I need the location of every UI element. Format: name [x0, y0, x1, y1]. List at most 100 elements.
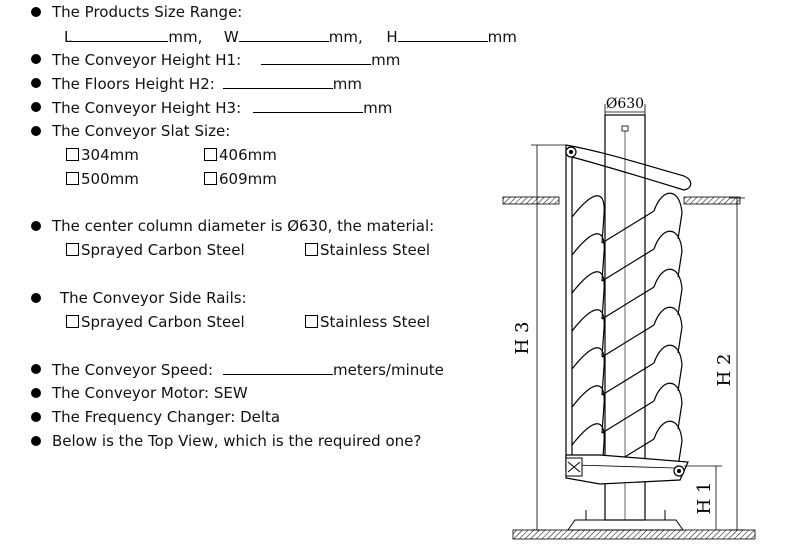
w-field[interactable]: [238, 27, 329, 42]
frequency-changer-label: The Frequency Changer: Delta: [52, 408, 281, 426]
checkbox[interactable]: [204, 148, 217, 161]
top-view-question: Below is the Top View, which is the requ…: [52, 432, 422, 450]
speed-field[interactable]: [223, 360, 333, 375]
size-range-label: The Products Size Range:: [52, 3, 243, 21]
bullet: [31, 388, 41, 398]
column-material-label: The center column diameter is Ø630, the …: [52, 217, 435, 235]
rail-option[interactable]: Sprayed Carbon Steel: [66, 313, 245, 331]
bullet: [31, 412, 41, 422]
h3-label: The Conveyor Height H3:: [52, 99, 242, 117]
l-unit: mm,: [168, 28, 203, 46]
base-plinth: [567, 519, 684, 531]
rail-option[interactable]: Stainless Steel: [305, 313, 430, 331]
spiral-loop-right: [653, 306, 683, 354]
checkbox[interactable]: [66, 172, 79, 185]
floor-slab-left: [502, 196, 560, 205]
slat-option[interactable]: 609mm: [204, 170, 277, 188]
l-label: L: [64, 28, 73, 46]
spiral-loops: [571, 192, 683, 472]
spiral-loop-left: [571, 195, 605, 244]
spiral-slat: [601, 324, 655, 358]
slat-option[interactable]: 304mm: [66, 146, 139, 164]
slat-option-label: 406mm: [219, 146, 277, 164]
bullet: [31, 364, 41, 374]
bullet: [31, 102, 41, 112]
outfeed-section: [565, 454, 689, 485]
speed-question: The Conveyor Speed: meters/minute: [52, 360, 444, 379]
spiral-slat: [601, 286, 655, 320]
spiral-belt: [565, 144, 692, 470]
bullet: [31, 78, 41, 88]
material-option-label: Sprayed Carbon Steel: [81, 241, 245, 259]
h-label: H: [386, 28, 398, 46]
spiral-loop-right: [653, 344, 683, 392]
speed-unit: meters/minute: [333, 361, 444, 379]
bullet: [31, 221, 41, 231]
speed-label: The Conveyor Speed:: [52, 361, 213, 379]
h2-dimension-label: H 2: [714, 354, 735, 387]
bullet: [31, 54, 41, 64]
h-field[interactable]: [397, 27, 488, 42]
l-field[interactable]: [72, 27, 169, 42]
h1-label: The Conveyor Height H1:: [52, 51, 242, 69]
slat-size-label: The Conveyor Slat Size:: [52, 122, 231, 140]
material-option[interactable]: Stainless Steel: [305, 241, 430, 259]
rail-option-label: Sprayed Carbon Steel: [81, 313, 245, 331]
bullet: [31, 126, 41, 136]
rail-option-label: Stainless Steel: [320, 313, 431, 331]
checkbox[interactable]: [204, 172, 217, 185]
spiral-slat: [601, 400, 655, 434]
bullet: [31, 436, 41, 446]
spiral-loop-left: [571, 423, 605, 472]
slat-option-label: 609mm: [219, 170, 277, 188]
w-unit: mm,: [328, 28, 363, 46]
slat-option-label: 500mm: [81, 170, 139, 188]
diameter-label: Ø630: [606, 96, 644, 112]
material-option-label: Stainless Steel: [320, 241, 431, 259]
material-option[interactable]: Sprayed Carbon Steel: [66, 241, 245, 259]
spiral-loop-left: [571, 385, 605, 434]
h2-label: The Floors Height H2:: [52, 75, 215, 93]
bullet: [31, 7, 41, 17]
ground-slab: [512, 529, 756, 540]
h1-field[interactable]: [261, 50, 372, 65]
spiral-loop-left: [571, 347, 605, 396]
checkbox[interactable]: [305, 243, 318, 256]
bullet: [31, 293, 41, 303]
spiral-loop-left: [571, 271, 605, 320]
h2-field[interactable]: [222, 74, 333, 89]
h3-unit: mm: [363, 99, 393, 117]
side-rails-label: The Conveyor Side Rails:: [60, 289, 247, 307]
h3-question: The Conveyor Height H3: mm: [52, 98, 392, 117]
spiral-loop-right: [653, 192, 683, 240]
slat-option[interactable]: 406mm: [204, 146, 277, 164]
w-label: W: [223, 28, 239, 46]
spiral-slat: [601, 248, 655, 282]
h-unit: mm: [487, 28, 517, 46]
h1-unit: mm: [371, 51, 401, 69]
spiral-loop-right: [653, 382, 683, 430]
checkbox[interactable]: [66, 243, 79, 256]
checkbox[interactable]: [66, 148, 79, 161]
h2-question: The Floors Height H2: mm: [52, 74, 362, 93]
spiral-slat: [601, 210, 655, 244]
spiral-loop-left: [571, 309, 605, 358]
floor-slab-right: [683, 196, 741, 205]
spiral-slat: [601, 362, 655, 396]
motor-label: The Conveyor Motor: SEW: [52, 384, 248, 402]
h2-unit: mm: [332, 75, 363, 93]
spiral-loop-left: [571, 233, 605, 282]
h3-dimension-label: H 3: [512, 322, 533, 355]
checkbox[interactable]: [66, 315, 79, 328]
spiral-loop-right: [653, 268, 683, 316]
spiral-loop-right: [653, 420, 683, 468]
checkbox[interactable]: [305, 315, 318, 328]
h3-field[interactable]: [253, 98, 364, 113]
slat-option[interactable]: 500mm: [66, 170, 139, 188]
spiral-loop-right: [653, 230, 683, 278]
slat-option-label: 304mm: [81, 146, 139, 164]
h1-dimension-label: H 1: [694, 482, 715, 515]
h1-question: The Conveyor Height H1: mm: [52, 50, 400, 69]
